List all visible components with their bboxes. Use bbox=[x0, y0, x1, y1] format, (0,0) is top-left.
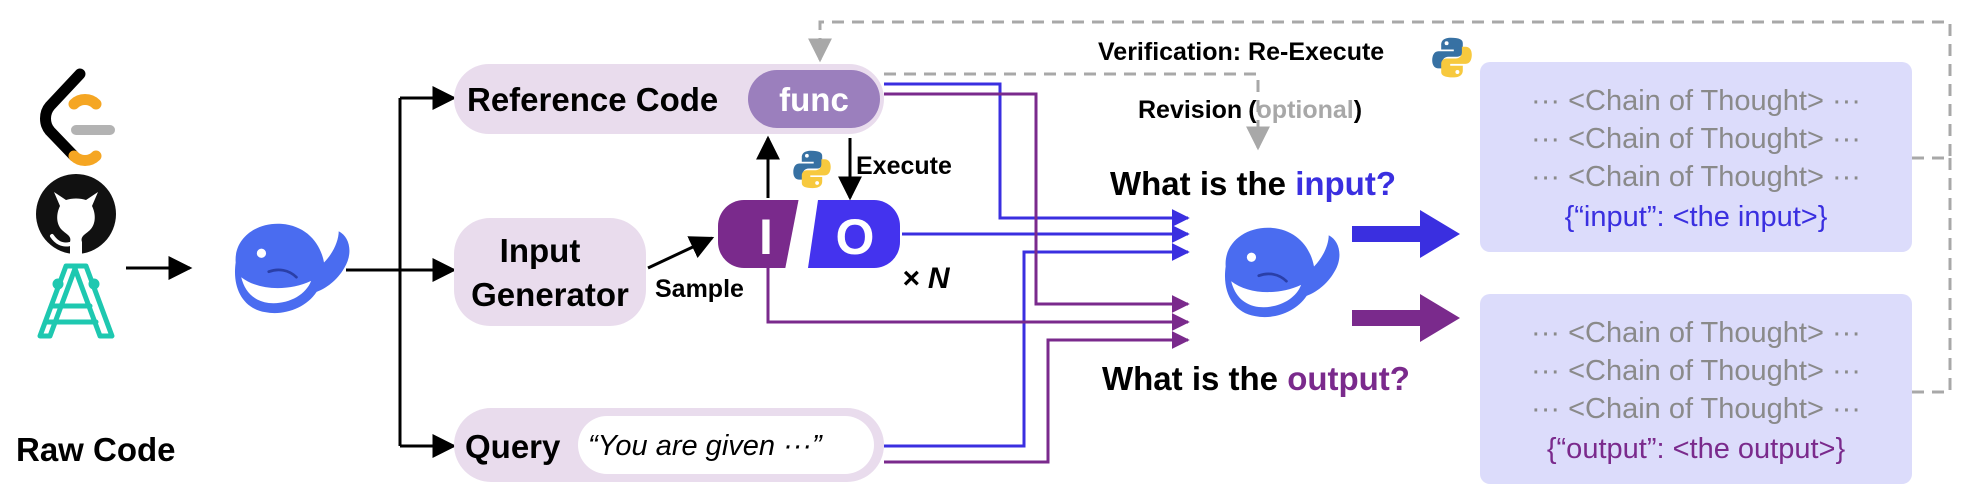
optional-label: optional bbox=[1257, 96, 1354, 124]
query-box: Query “You are given ···” bbox=[454, 408, 884, 482]
revision-label: Revision(optional) bbox=[1138, 96, 1362, 124]
input-routing-lines bbox=[884, 82, 1190, 448]
query-label: Query bbox=[465, 428, 561, 465]
io-input-letter: I bbox=[759, 209, 773, 265]
deepseek-whale-icon bbox=[1223, 226, 1341, 319]
fanout-edges bbox=[346, 86, 457, 458]
edge-sample bbox=[647, 236, 715, 270]
github-logo-icon bbox=[36, 174, 116, 254]
input-keyword: input? bbox=[1295, 165, 1396, 202]
verification-loop bbox=[808, 20, 1952, 394]
python-logo-icon bbox=[1432, 37, 1472, 78]
reference-code-box: Reference Code func bbox=[454, 64, 884, 134]
input-generator-line1: Input bbox=[500, 232, 581, 269]
input-result-box: ··· <Chain of Thought> ··· ··· <Chain of… bbox=[1480, 62, 1912, 252]
io-box: I O bbox=[718, 197, 900, 271]
func-badge bbox=[748, 70, 880, 128]
cot-line: ··· <Chain of Thought> ··· bbox=[1531, 355, 1861, 387]
cot-line: ··· <Chain of Thought> ··· bbox=[1531, 317, 1861, 349]
raw-code-label: Raw Code bbox=[16, 431, 176, 468]
output-keyword: output? bbox=[1287, 360, 1410, 397]
cot-line: ··· <Chain of Thought> ··· bbox=[1531, 123, 1861, 155]
input-generator-box: Input Generator bbox=[454, 218, 646, 326]
query-prompt-pill bbox=[578, 416, 874, 474]
times-n-label: × N bbox=[902, 262, 951, 295]
input-generator-line2: Generator bbox=[471, 276, 629, 313]
output-json: {“output”: <the output>} bbox=[1547, 433, 1846, 465]
input-question: What is the input? bbox=[1110, 165, 1396, 202]
func-label: func bbox=[779, 81, 849, 118]
io-output-letter: O bbox=[836, 209, 875, 265]
execute-label: Execute bbox=[856, 152, 952, 180]
python-logo-icon bbox=[793, 150, 831, 189]
leetcode-logo-icon bbox=[40, 68, 115, 166]
output-result-arrow bbox=[1352, 294, 1460, 342]
code-dataset-logo-icon bbox=[37, 263, 115, 339]
input-result-arrow bbox=[1352, 210, 1460, 258]
output-result-box: ··· <Chain of Thought> ··· ··· <Chain of… bbox=[1480, 294, 1912, 484]
query-prompt-text: “You are given ···” bbox=[588, 430, 823, 462]
output-routing-lines bbox=[766, 92, 1190, 464]
verification-label: Verification: Re-Execute bbox=[1098, 38, 1384, 66]
input-json: {“input”: <the input>} bbox=[1565, 201, 1828, 233]
sample-label: Sample bbox=[655, 275, 744, 303]
output-question: What is the output? bbox=[1102, 360, 1410, 397]
reference-code-label: Reference Code bbox=[467, 81, 718, 118]
deepseek-whale-icon bbox=[233, 222, 351, 315]
cot-line: ··· <Chain of Thought> ··· bbox=[1531, 393, 1861, 425]
cot-line: ··· <Chain of Thought> ··· bbox=[1531, 85, 1861, 117]
cot-line: ··· <Chain of Thought> ··· bbox=[1531, 161, 1861, 193]
